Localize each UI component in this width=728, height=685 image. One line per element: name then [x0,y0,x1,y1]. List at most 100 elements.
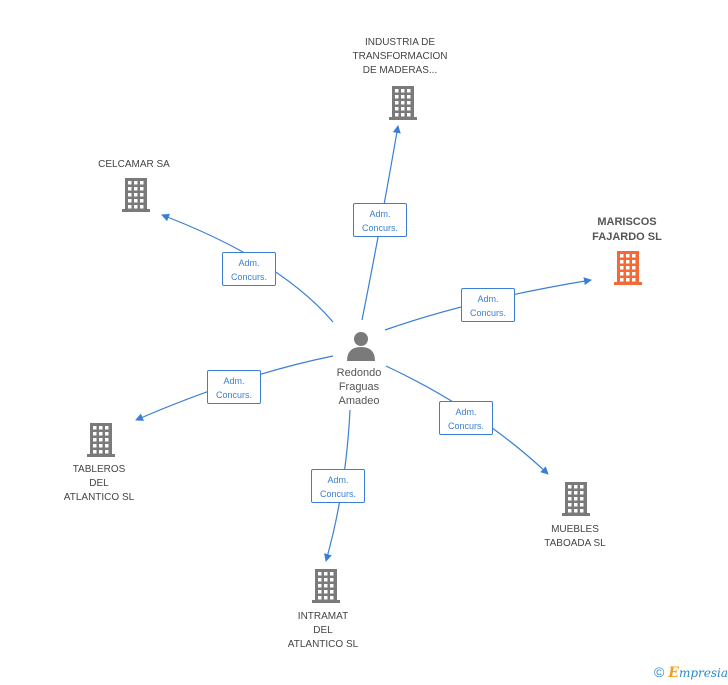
building-window [93,450,97,454]
building-window [580,503,584,507]
building-window [395,95,399,99]
building-window [620,260,624,264]
building-window [626,260,630,264]
building-window [620,278,624,282]
building-window [568,503,572,507]
relation-label: Adm. [369,209,391,219]
relation-label: Concurs. [361,223,398,233]
building-window [626,278,630,282]
building-window [401,113,405,117]
relation-label: Concurs. [319,489,356,499]
building-window [93,426,97,430]
relation-badge-industria[interactable]: Adm. Concurs. [353,203,407,237]
company-name-line: MUEBLES [551,524,599,535]
building-base [614,282,642,285]
building-window [395,113,399,117]
building-icon[interactable] [562,482,590,516]
company-name-line: MARISCOS [597,216,657,228]
building-window [128,187,132,191]
building-window [626,254,630,258]
relation-label: Adm. [238,258,260,268]
building-window [395,89,399,93]
building-icon[interactable] [87,423,115,457]
company-label-tableros[interactable]: TABLEROS DEL ATLANTICO SL [64,463,134,505]
building-window [574,497,578,501]
building-window [620,272,624,276]
building-icon[interactable] [614,251,642,285]
building-window [134,187,138,191]
building-window [140,181,144,185]
relation-badge-celcamar[interactable]: Adm.Concurs. [222,252,276,286]
building-window [140,199,144,203]
copyright-icon: © [653,664,665,680]
relation-badge-intramat[interactable]: Adm. Concurs. [311,469,365,503]
building-window [580,485,584,489]
building-window [318,572,322,576]
relation-label: Concurs. [215,390,252,400]
building-window [324,578,328,582]
relation-badge-mariscos[interactable]: Adm.Concurs. [461,288,515,322]
company-name-line: TABLEROS [72,464,126,475]
building-window [134,181,138,185]
building-base [122,209,150,212]
building-window [93,432,97,436]
building-base [389,117,417,120]
building-icon[interactable] [122,178,150,212]
center-person-label[interactable]: Redondo Fraguas Amadeo [337,366,382,408]
building-window [568,485,572,489]
company-label-muebles[interactable]: MUEBLES TABOADA SL [544,523,606,551]
building-window [324,572,328,576]
building-window [324,596,328,600]
building-window [330,572,334,576]
brand-initial: E [668,665,679,681]
building-window [401,89,405,93]
person-icon[interactable] [347,332,375,361]
building-window [324,584,328,588]
building-window [580,497,584,501]
building-window [632,278,636,282]
building-window [407,101,411,105]
company-name-line: DEL [313,625,333,636]
person-head [354,332,368,346]
footer-brand[interactable]: ©Empresia [654,664,728,681]
company-name-line: ATLANTICO SL [63,492,135,503]
building-icon[interactable] [389,86,417,120]
building-window [105,444,109,448]
building-window [93,444,97,448]
building-window [626,272,630,276]
company-name-line: TABOADA SL [544,538,606,549]
relation-label: Adm. [477,294,499,304]
building-window [580,509,584,513]
company-label-mariscos[interactable]: MARISCOS FAJARDO SL [592,215,662,245]
center-name-line: Fraguas [338,381,380,393]
relation-label: Concurs. [447,421,484,431]
company-label-celcamar[interactable]: CELCAMAR SA [98,158,170,172]
building-window [105,438,109,442]
building-window [105,432,109,436]
company-name-line: INDUSTRIA DE [364,37,435,48]
building-icon[interactable] [312,569,340,603]
relation-label: Adm. [327,475,349,485]
building-window [407,107,411,111]
building-window [574,485,578,489]
company-name-line: DE MADERAS... [362,65,438,76]
building-window [580,491,584,495]
company-name-line: FAJARDO SL [592,231,662,243]
building-window [407,89,411,93]
relation-badge-tableros[interactable]: Adm.Concurs. [207,370,261,404]
relation-label: Adm. [455,407,477,417]
building-window [93,438,97,442]
building-window [140,187,144,191]
building-base [87,454,115,457]
company-name-line: DEL [89,478,109,489]
building-window [330,596,334,600]
building-window [318,596,322,600]
building-window [128,181,132,185]
building-window [574,491,578,495]
relation-badge-muebles[interactable]: Adm. Concurs. [439,401,493,435]
building-window [395,101,399,105]
building-window [128,193,132,197]
